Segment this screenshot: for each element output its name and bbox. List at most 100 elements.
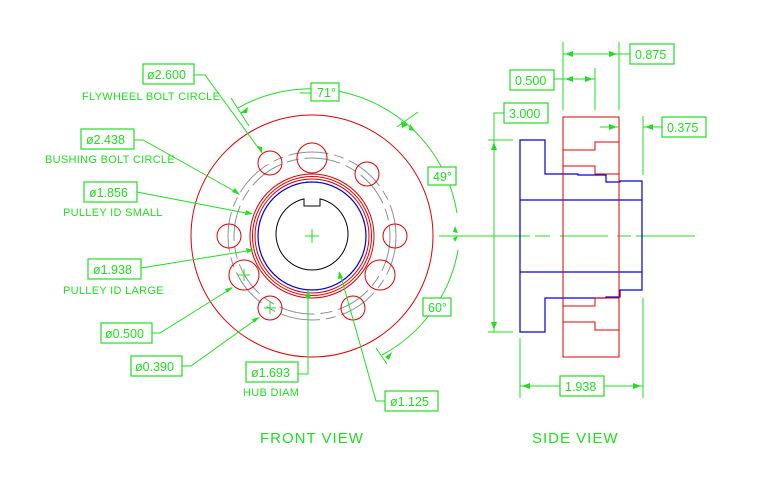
bolt-hole: [257, 295, 283, 321]
arrowhead: [633, 383, 641, 389]
arrowhead: [385, 352, 392, 360]
arrowhead: [609, 51, 617, 57]
arrowhead: [565, 51, 573, 57]
bolt-hole: [228, 259, 260, 291]
angle-tick: [375, 347, 388, 365]
bore-value: ø1.125: [390, 395, 429, 409]
arrowhead: [232, 188, 240, 195]
dim-box-0500: [509, 69, 555, 91]
center-mark: [264, 302, 276, 314]
leader-line: [298, 291, 309, 375]
flywheel-bolt-circle-label: FLYWHEEL BOLT CIRCLE: [82, 91, 220, 103]
pulley-id-large-value: ø1.938: [93, 263, 132, 277]
dim-box-1938: [559, 375, 605, 397]
bolt-hole: [382, 223, 408, 249]
center-mark: [305, 229, 319, 243]
arrowhead: [252, 317, 260, 323]
hub-diam-label: HUB DIAM: [243, 387, 299, 399]
dim-3000-text: 3.000: [509, 107, 540, 121]
callout-box: [87, 258, 142, 280]
dim-1938-text: 1.938: [565, 380, 596, 394]
angle-box-60: [422, 297, 452, 317]
arrowhead: [585, 76, 593, 82]
bolt-hole: [216, 223, 242, 249]
arrowhead: [491, 142, 497, 150]
hub-diam-value: ø1.693: [251, 366, 290, 380]
arrowhead: [305, 290, 311, 298]
pulley-id-small-label: PULLEY ID SMALL: [63, 207, 163, 219]
pulley-id-large-circle: [249, 173, 375, 299]
leader-line: [493, 112, 504, 332]
bushing-bolt-circle-label: BUSHING BOLT CIRCLE: [45, 154, 175, 166]
bushing-profile: [519, 139, 643, 333]
leader-line: [134, 139, 237, 193]
angle-49-text: 49°: [433, 170, 452, 184]
front-view-title: FRONT VIEW: [260, 430, 364, 447]
pulley-step: [563, 141, 619, 151]
bore-with-keyway: [275, 198, 349, 271]
bushing-circle: [257, 181, 367, 291]
pulley-step: [563, 321, 619, 331]
bolt-hole-0500-value: ø0.500: [105, 327, 144, 341]
arrowhead: [225, 287, 233, 293]
bolt-holes: [216, 142, 408, 321]
dim-box-3000: [503, 102, 549, 124]
bolt-hole: [296, 142, 328, 174]
callout-box: [245, 361, 299, 383]
pulley-step: [563, 165, 619, 175]
arrowhead: [409, 124, 415, 131]
arrowhead: [240, 107, 248, 113]
dim-0875-text: 0.875: [635, 48, 666, 62]
pulley-id-large-label: PULLEY ID LARGE: [63, 285, 164, 297]
outer-pulley-circle: [190, 114, 434, 358]
arrowhead: [491, 322, 497, 330]
arrowhead: [522, 383, 530, 389]
callout-box: [142, 63, 195, 85]
arrowhead: [401, 121, 408, 128]
dim-box-0375: [661, 116, 707, 138]
bolt-hole: [257, 150, 283, 176]
leader-line: [152, 287, 233, 334]
angle-tick: [230, 97, 250, 127]
flywheel-bolt-circle-value: ø2.600: [147, 68, 186, 82]
hub-circle: [254, 178, 370, 294]
leader-line: [194, 74, 263, 154]
angle-box-49: [427, 166, 457, 186]
side-view-title: SIDE VIEW: [532, 430, 619, 447]
center-mark: [238, 269, 250, 281]
arrowhead: [453, 226, 458, 233]
callout-box: [83, 181, 138, 203]
dim-0500-text: 0.500: [515, 74, 546, 88]
bolt-hole: [340, 295, 366, 321]
leader-line: [140, 249, 254, 269]
bolt-hole-0390-value: ø0.390: [135, 360, 174, 374]
pulley-id-small-circle: [252, 176, 372, 296]
bolt-hole: [364, 259, 396, 291]
arrowhead: [609, 124, 617, 130]
bushing-bolt-circle-value: ø2.438: [86, 133, 125, 147]
leader-line: [136, 191, 252, 215]
front-view: 71° 49° 60° ø2.600 FLYWHEEL BOLT CIRCLE …: [45, 63, 459, 447]
arrowhead: [246, 248, 254, 253]
callout-box: [80, 128, 135, 150]
flywheel-bolt-circle: [227, 151, 397, 321]
leader-line: [182, 317, 259, 367]
side-view: 0.875 0.500 3.000 0.375 1.938 SIDE: [439, 42, 707, 447]
dim-box-0875: [629, 43, 675, 65]
angle-71-text: 71°: [317, 86, 336, 100]
angle-60-text: 60°: [428, 301, 447, 315]
bushing-bolt-circle: [233, 157, 391, 315]
angle-tick: [396, 111, 419, 128]
arrowhead: [453, 236, 458, 242]
arrowhead: [245, 210, 253, 215]
leader-line: [339, 272, 385, 402]
callout-box: [100, 322, 153, 344]
callout-box: [384, 390, 439, 412]
pulley-id-small-value: ø1.856: [89, 186, 128, 200]
arrowhead: [645, 124, 653, 130]
arrowhead: [565, 76, 573, 82]
pulley-step: [563, 297, 619, 307]
callout-box: [130, 355, 183, 377]
bolt-hole: [354, 161, 380, 187]
